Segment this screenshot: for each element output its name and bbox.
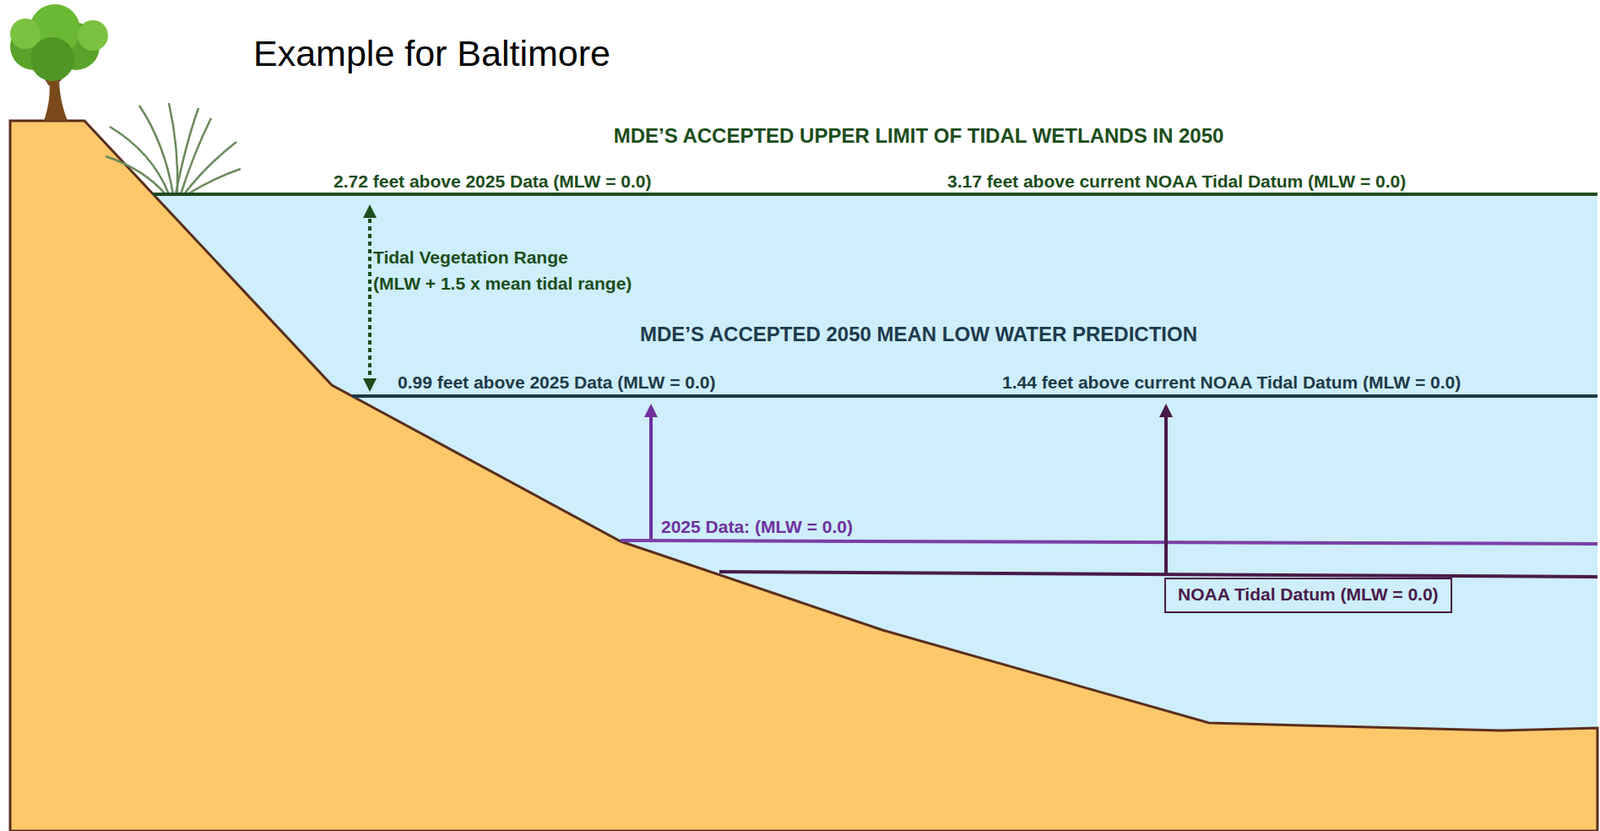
level-value: 3.17 feet above current NOAA Tidal Datum…: [947, 170, 1406, 192]
upper-limit-line: [152, 192, 1598, 196]
datum-label: NOAA Tidal Datum (MLW = 0.0): [1177, 584, 1439, 605]
noaa-datum-line: [719, 571, 1598, 577]
datum-label: 2025 Data: (MLW = 0.0): [661, 515, 853, 537]
ground: [10, 120, 1598, 831]
diagram-title: Example for Baltimore: [253, 32, 611, 76]
level-value: 0.99 feet above 2025 Data (MLW = 0.0): [397, 371, 716, 393]
range-formula: (MLW + 1.5 x mean tidal range): [373, 272, 632, 294]
marsh-grass: [105, 103, 241, 195]
data-2025-line: [620, 540, 1598, 544]
level-heading: MDE’S ACCEPTED 2050 MEAN LOW WATER PREDI…: [640, 322, 1198, 348]
level-value: 2.72 feet above 2025 Data (MLW = 0.0): [333, 170, 651, 192]
level-heading: MDE’S ACCEPTED UPPER LIMIT OF TIDAL WETL…: [613, 124, 1225, 149]
rise-arrow-noaa: [1164, 410, 1168, 575]
range-label: Tidal Vegetation Range: [373, 246, 569, 268]
rise-arrow-2025: [649, 410, 653, 539]
datum-box: NOAA Tidal Datum (MLW = 0.0): [1164, 577, 1453, 613]
tree: [10, 4, 109, 121]
mlw-2050-line: [352, 394, 1598, 398]
vegetation-range-arrow: [368, 211, 372, 386]
level-value: 1.44 feet above current NOAA Tidal Datum…: [1002, 371, 1461, 393]
